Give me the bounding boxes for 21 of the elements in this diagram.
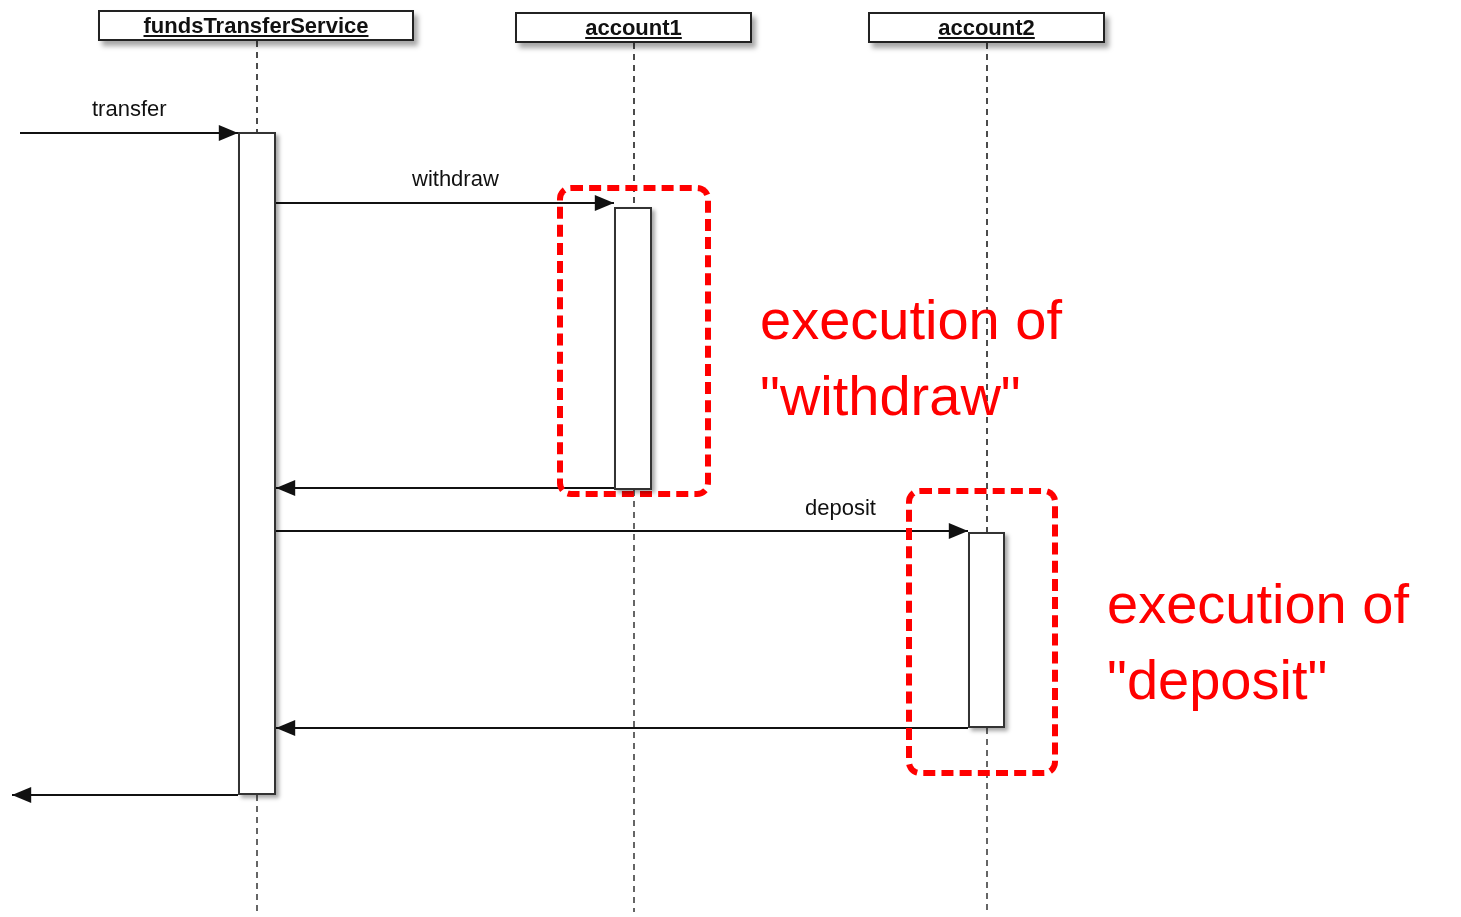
object-name: fundsTransferService [143, 12, 369, 39]
lifeline [256, 40, 258, 133]
annotation-text: execution of "deposit" [1107, 571, 1410, 713]
message-arrow [19, 125, 239, 141]
message-arrow [11, 787, 239, 803]
object-name: account2 [938, 14, 1035, 41]
object-name: account1 [585, 14, 682, 41]
highlight-frame [557, 185, 711, 497]
lifeline [986, 42, 988, 533]
highlight-frame [906, 488, 1058, 776]
message-arrow [275, 480, 615, 496]
lifeline-header [515, 12, 752, 43]
lifeline-header [868, 12, 1105, 43]
lifeline-header [98, 10, 414, 41]
message-arrow [275, 720, 969, 736]
message-arrow [275, 195, 615, 211]
activation-bar [968, 532, 1005, 728]
activation-bar [238, 132, 276, 795]
activation-bar [614, 207, 652, 490]
message-arrow [275, 523, 969, 539]
annotation-text: execution of "withdraw" [760, 287, 1063, 429]
